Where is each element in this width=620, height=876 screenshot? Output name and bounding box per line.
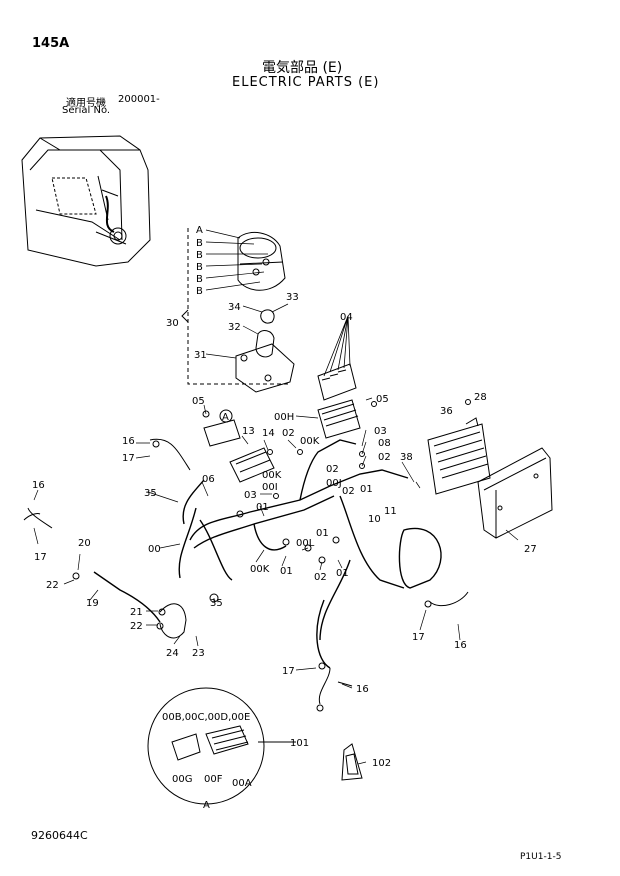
- title-japanese: 電気部品 (E): [262, 60, 343, 76]
- callout-00k: 00K: [300, 436, 320, 447]
- callout-02: 02: [326, 464, 339, 475]
- callout-b: B: [196, 250, 203, 261]
- callout-b: B: [196, 262, 203, 273]
- callout-33: 33: [286, 292, 299, 303]
- controller-unit: [427, 417, 491, 495]
- detail-view-a: [147, 687, 296, 805]
- callout-24: 24: [166, 648, 179, 659]
- callout-02: 02: [342, 486, 355, 497]
- callout-27: 27: [524, 544, 537, 555]
- controller-box: [477, 447, 553, 539]
- callout-b: B: [196, 286, 203, 297]
- callout-101: 101: [290, 738, 309, 749]
- serial-label-japanese: 適用号機: [66, 98, 106, 109]
- relay-module: [203, 419, 275, 483]
- callout-35: 35: [144, 488, 157, 499]
- callout-08: 08: [378, 438, 391, 449]
- callout-32: 32: [228, 322, 241, 333]
- callout-16: 16: [356, 684, 369, 695]
- leader-lines: [33, 229, 519, 765]
- callout-13: 13: [242, 426, 255, 437]
- callout-01: 01: [360, 484, 373, 495]
- callout-00l: 00L: [296, 538, 315, 549]
- callout-00f: 00F: [204, 774, 223, 785]
- callout-34: 34: [228, 302, 241, 313]
- callout-00h: 00H: [274, 412, 294, 423]
- callout-20: 20: [78, 538, 91, 549]
- callout-b: B: [196, 274, 203, 285]
- callout-16: 16: [122, 436, 135, 447]
- serial-number: 200001-: [118, 94, 160, 105]
- callout-17: 17: [34, 552, 47, 563]
- title-english: ELECTRIC PARTS (E): [232, 75, 380, 90]
- callout-17: 17: [122, 453, 135, 464]
- callout-23: 23: [192, 648, 205, 659]
- callout-11: 11: [384, 506, 397, 517]
- callout-10: 10: [368, 514, 381, 525]
- callout-19: 19: [86, 598, 99, 609]
- control-box-assembly: [181, 228, 295, 393]
- callout-a: A: [196, 225, 203, 236]
- callout-17: 17: [282, 666, 295, 677]
- callout-b: B: [196, 238, 203, 249]
- callout-00a: 00A: [232, 778, 252, 789]
- callout-36: 36: [440, 406, 453, 417]
- callout-06: 06: [202, 474, 215, 485]
- reference-marker-a: [219, 409, 233, 423]
- cab-illustration: [21, 135, 151, 267]
- callout-30: 30: [166, 318, 179, 329]
- callout-02: 02: [314, 572, 327, 583]
- callout-detail-parts: 00B,00C,00D,00E: [162, 712, 250, 723]
- callout-22: 22: [130, 621, 143, 632]
- callout-05: 05: [376, 394, 389, 405]
- callout-16: 16: [454, 640, 467, 651]
- callout-17: 17: [412, 632, 425, 643]
- callout-00k: 00K: [250, 564, 270, 575]
- callout-22: 22: [46, 580, 59, 591]
- callout-03: 03: [244, 490, 257, 501]
- callout-31: 31: [194, 350, 207, 361]
- sensor-wires: [23, 438, 469, 712]
- callout-03: 03: [374, 426, 387, 437]
- callout-14: 14: [262, 428, 275, 439]
- relay-block: [317, 315, 361, 439]
- main-wire-harness: [178, 439, 442, 669]
- callout-38: 38: [400, 452, 413, 463]
- callout-00: 00: [148, 544, 161, 555]
- callout-05: 05: [192, 396, 205, 407]
- callout-01: 01: [336, 568, 349, 579]
- callout-00i: 00I: [262, 482, 278, 493]
- callout-02: 02: [378, 452, 391, 463]
- callout-102: 102: [372, 758, 391, 769]
- callout-01: 01: [280, 566, 293, 577]
- callout-01: 01: [256, 502, 269, 513]
- callout-02: 02: [282, 428, 295, 439]
- callout-a-circle: A: [222, 412, 229, 423]
- callout-04: 04: [340, 312, 353, 323]
- callout-21: 21: [130, 607, 143, 618]
- serial-label-english: Serial No.: [62, 105, 111, 116]
- callout-01: 01: [316, 528, 329, 539]
- callout-28: 28: [474, 392, 487, 403]
- page-reference: P1U1-1-5: [520, 852, 562, 862]
- callout-16: 16: [32, 480, 45, 491]
- callout-00k: 00K: [262, 470, 282, 481]
- callout-35: 35: [210, 598, 223, 609]
- drawing-code: 145A: [32, 36, 70, 51]
- callout-00j: 00J: [326, 478, 342, 489]
- callout-a-detail: A: [203, 800, 210, 811]
- part-102: [341, 743, 363, 781]
- drawing-number: 9260644C: [31, 829, 88, 842]
- callout-00g: 00G: [172, 774, 192, 785]
